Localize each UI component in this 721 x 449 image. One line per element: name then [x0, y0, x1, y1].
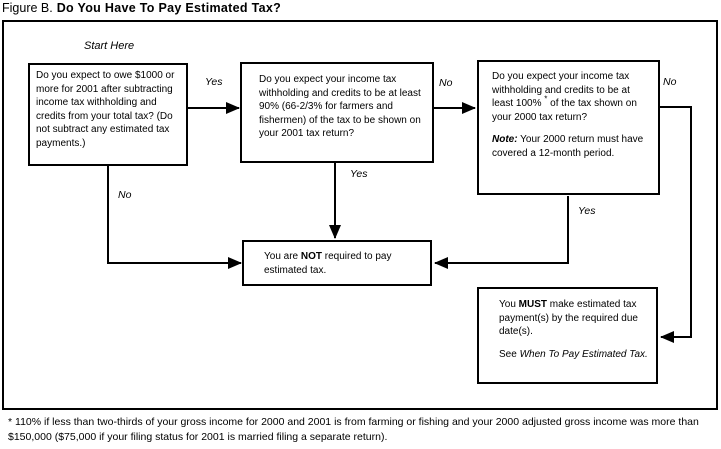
note-text: Your 2000 return must have covered a 12-… [492, 134, 644, 159]
edge-label-yes-owe: Yes [205, 76, 223, 88]
asterisk-superscript: * [544, 94, 548, 104]
see-reference-pre: See [499, 348, 520, 360]
edge-label-yes-90: Yes [350, 168, 368, 180]
decision-box-withholding-90: Do you expect your income tax withholdin… [240, 62, 434, 163]
decision-box-owe-1000: Do you expect to owe $1000 or more for 2… [28, 63, 188, 166]
edge-label-no-90: No [439, 77, 453, 89]
decision-box-withholding-100: Do you expect your income tax withholdin… [477, 60, 660, 195]
not-required-post: required to pay estimated tax. [264, 251, 392, 276]
not-required-pre: You are [264, 251, 301, 262]
edge-label-yes-100: Yes [578, 205, 596, 217]
see-reference-title: When To Pay Estimated Tax. [519, 348, 648, 360]
start-here-label: Start Here [84, 40, 135, 52]
must-pay-post: make estimated tax payment(s) by the req… [499, 299, 638, 337]
decision-box-100-question-end: of the tax shown on your 2000 tax return… [492, 98, 637, 123]
figure-title: Figure B.Do You Have To Pay Estimated Ta… [2, 1, 281, 15]
decision-box-90-text: Do you expect your income tax withholdin… [259, 74, 421, 139]
note-label: Note: [492, 134, 518, 145]
not-required-emphasis: NOT [300, 251, 322, 262]
decision-box-100-question: Do you expect your income tax withholdin… [492, 71, 630, 109]
footnote: * 110% if less than two-thirds of your g… [8, 416, 699, 443]
result-box-must-pay: You MUST make estimated tax payment(s) b… [477, 287, 658, 384]
figure-title-text: Do You Have To Pay Estimated Tax? [56, 1, 282, 15]
must-pay-pre: You [499, 299, 519, 310]
figure-label: Figure B. [2, 1, 53, 15]
result-box-not-required: You are NOT required to pay estimated ta… [242, 240, 432, 286]
decision-box-owe-text: Do you expect to owe $1000 or more for 2… [36, 70, 175, 149]
edge-label-no-owe: No [118, 189, 132, 201]
must-pay-emphasis: MUST [518, 299, 547, 310]
edge-label-no-100: No [663, 76, 677, 88]
